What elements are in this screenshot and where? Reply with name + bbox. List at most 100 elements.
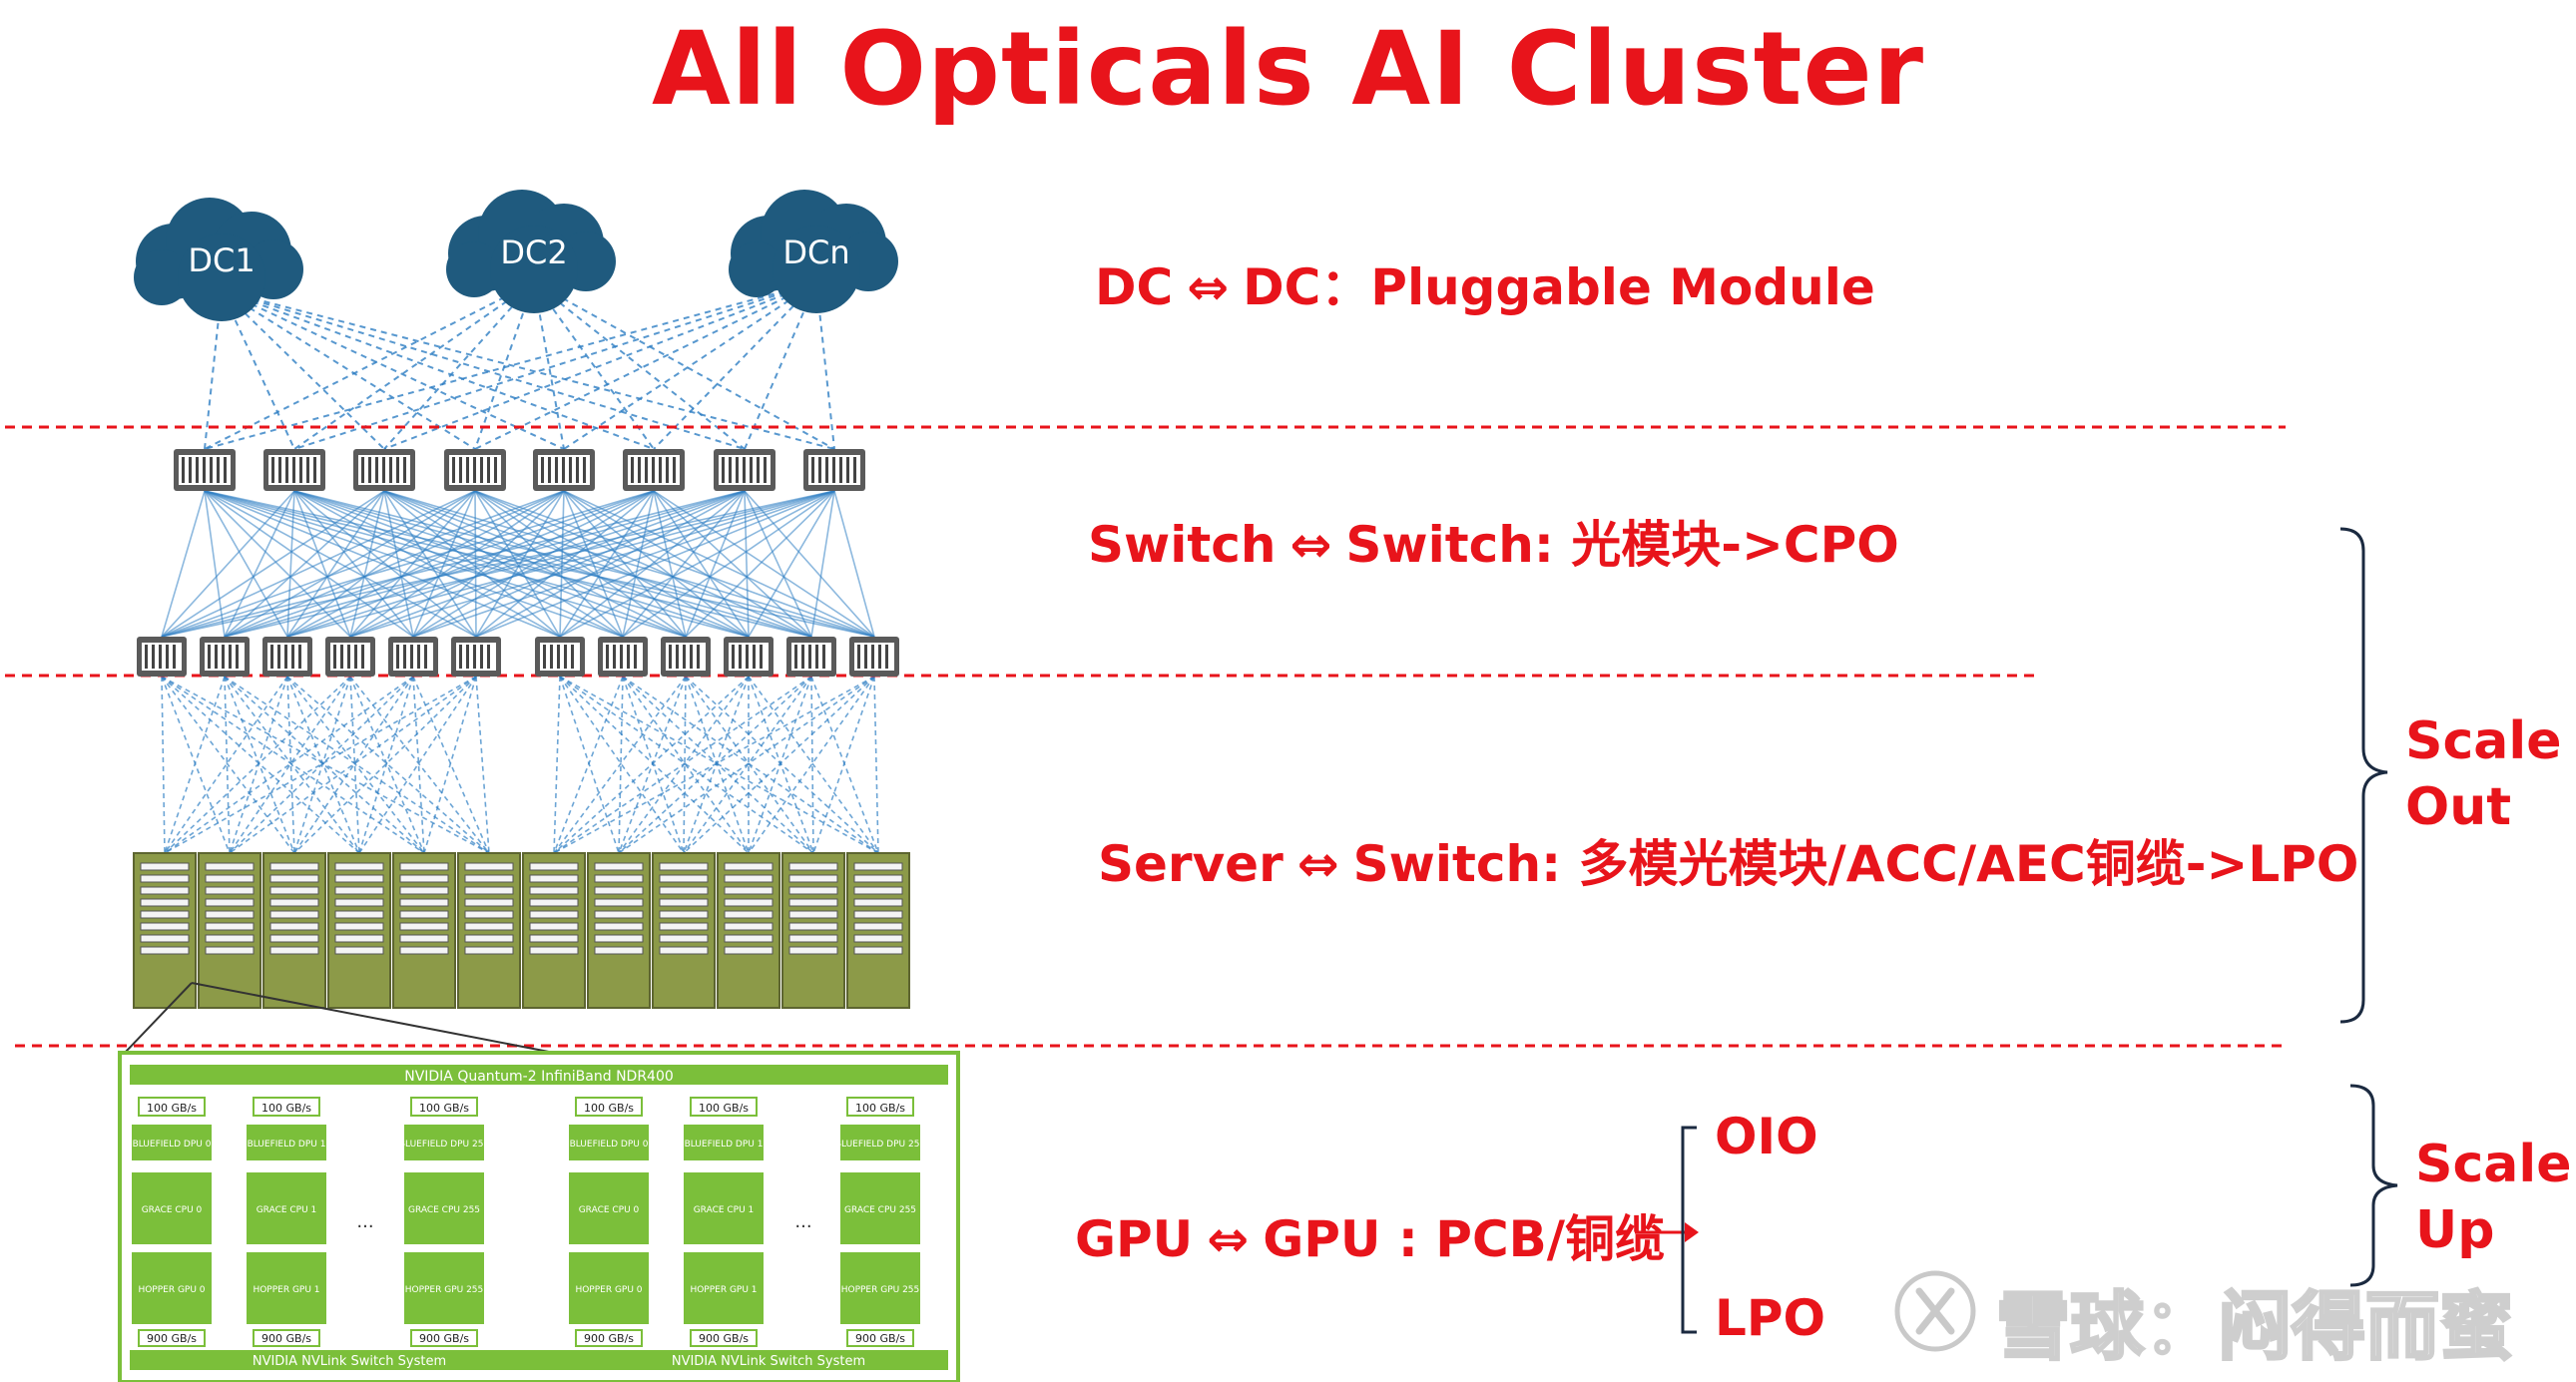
switch-port bbox=[864, 645, 867, 669]
switch-port bbox=[825, 457, 828, 483]
leaf-server-link bbox=[286, 676, 360, 854]
leaf-switch-icon bbox=[262, 637, 312, 677]
leaf-server-link bbox=[685, 676, 879, 854]
switch-port bbox=[222, 645, 225, 669]
spine-leaf-link bbox=[161, 490, 206, 638]
ellipsis-text: ... bbox=[794, 1211, 811, 1232]
leaf-server-link bbox=[553, 676, 624, 854]
double-arrow-icon: ⇔ bbox=[1289, 516, 1332, 574]
bandwidth-box bbox=[138, 1097, 206, 1117]
spine-leaf-link bbox=[475, 490, 565, 638]
server-bay bbox=[529, 874, 579, 883]
bandwidth-box bbox=[846, 1097, 914, 1117]
switch-port bbox=[145, 645, 148, 669]
cpu-label: GRACE CPU 1 bbox=[694, 1205, 755, 1215]
leaf-switch-icon bbox=[325, 637, 375, 677]
server-bay bbox=[464, 946, 514, 955]
server-bay bbox=[853, 898, 903, 907]
dpu-block bbox=[569, 1125, 649, 1160]
gpu-left-text: GPU bbox=[1075, 1210, 1194, 1268]
server-bay bbox=[334, 946, 384, 955]
leaf-server-link bbox=[559, 676, 685, 854]
server-bay bbox=[269, 874, 319, 883]
server-bay bbox=[788, 898, 838, 907]
switch-port bbox=[459, 457, 462, 483]
server-bay bbox=[399, 874, 449, 883]
spine-leaf-link bbox=[383, 490, 414, 638]
bandwidth-bottom-label: 900 GB/s bbox=[584, 1332, 634, 1345]
spine-leaf-link bbox=[161, 490, 655, 638]
spine-leaf-link bbox=[224, 490, 565, 638]
server-bay bbox=[853, 910, 903, 919]
server-bay bbox=[659, 874, 709, 883]
cpu-label: GRACE CPU 255 bbox=[408, 1205, 480, 1215]
branch-oio-label: OIO bbox=[1715, 1108, 1818, 1165]
zoom-line bbox=[191, 982, 555, 1054]
spine-leaf-link bbox=[563, 490, 812, 638]
switch-port bbox=[839, 457, 842, 483]
switch-port bbox=[347, 645, 350, 669]
server-bay bbox=[140, 934, 190, 943]
switch-port bbox=[541, 457, 544, 483]
scale-out-line-1: Scale bbox=[2405, 711, 2562, 771]
server-bay bbox=[659, 886, 709, 895]
dpu-block bbox=[840, 1125, 920, 1160]
switch-port bbox=[569, 457, 572, 483]
cloud-link bbox=[221, 289, 476, 450]
server-to-switch-label: Server⇔Switch: 多模光模块/ACC/AEC铜缆->LPO bbox=[1098, 824, 2358, 896]
cloud-puff bbox=[773, 226, 860, 313]
server-bay bbox=[724, 934, 773, 943]
bandwidth-top-label: 100 GB/s bbox=[699, 1102, 749, 1115]
leaf-server-link bbox=[349, 676, 425, 854]
server-bay bbox=[269, 898, 319, 907]
server-bay bbox=[399, 934, 449, 943]
leaf-server-link bbox=[423, 676, 477, 854]
cloud-link bbox=[533, 281, 746, 450]
switch-port bbox=[215, 645, 218, 669]
server-bay bbox=[788, 862, 838, 871]
switch-port bbox=[832, 457, 835, 483]
switch-port bbox=[361, 645, 364, 669]
server-bay bbox=[659, 862, 709, 871]
leaf-server-link bbox=[161, 676, 490, 854]
spine-leaf-link bbox=[286, 490, 746, 638]
leaf-switch-icon bbox=[200, 637, 250, 677]
bandwidth-box bbox=[410, 1097, 478, 1117]
switch-port bbox=[452, 457, 455, 483]
server-bay bbox=[724, 898, 773, 907]
dpu-label: BLUEFIELD DPU 0 bbox=[133, 1140, 212, 1150]
cloud-label: DC1 bbox=[188, 241, 255, 279]
spine-leaf-link bbox=[349, 490, 565, 638]
switch-port bbox=[354, 645, 357, 669]
switch-port bbox=[729, 457, 732, 483]
leaf-server-link bbox=[559, 676, 620, 854]
bandwidth-top-label: 100 GB/s bbox=[584, 1102, 634, 1115]
server-bay bbox=[853, 934, 903, 943]
leaf-switch-icon bbox=[849, 637, 899, 677]
gpu-label: HOPPER GPU 1 bbox=[253, 1285, 319, 1295]
server-rack-icon bbox=[781, 852, 845, 1009]
server-bay bbox=[788, 874, 838, 883]
dpu-block bbox=[247, 1125, 326, 1160]
spine-leaf-link bbox=[833, 490, 875, 638]
spine-switch-icon bbox=[803, 449, 865, 491]
leaf-server-link bbox=[229, 676, 477, 854]
spine-leaf-link bbox=[685, 490, 835, 638]
bandwidth-box bbox=[253, 1329, 320, 1347]
switch-port bbox=[853, 457, 856, 483]
switch-port bbox=[645, 457, 648, 483]
spine-switch-icon bbox=[714, 449, 775, 491]
top-banner bbox=[130, 1065, 948, 1085]
cloud-link bbox=[474, 281, 535, 450]
switch-port bbox=[818, 457, 821, 483]
switch-port bbox=[583, 457, 586, 483]
leaf-server-link bbox=[748, 676, 879, 854]
gpu-label: HOPPER GPU 1 bbox=[690, 1285, 757, 1295]
switch-to-switch-label: Switch⇔Switch: 光模块->CPO bbox=[1088, 505, 1899, 577]
bandwidth-box bbox=[410, 1329, 478, 1347]
spine-leaf-link bbox=[349, 490, 746, 638]
spine-leaf-link bbox=[293, 490, 687, 638]
leaf-server-link bbox=[164, 676, 477, 854]
